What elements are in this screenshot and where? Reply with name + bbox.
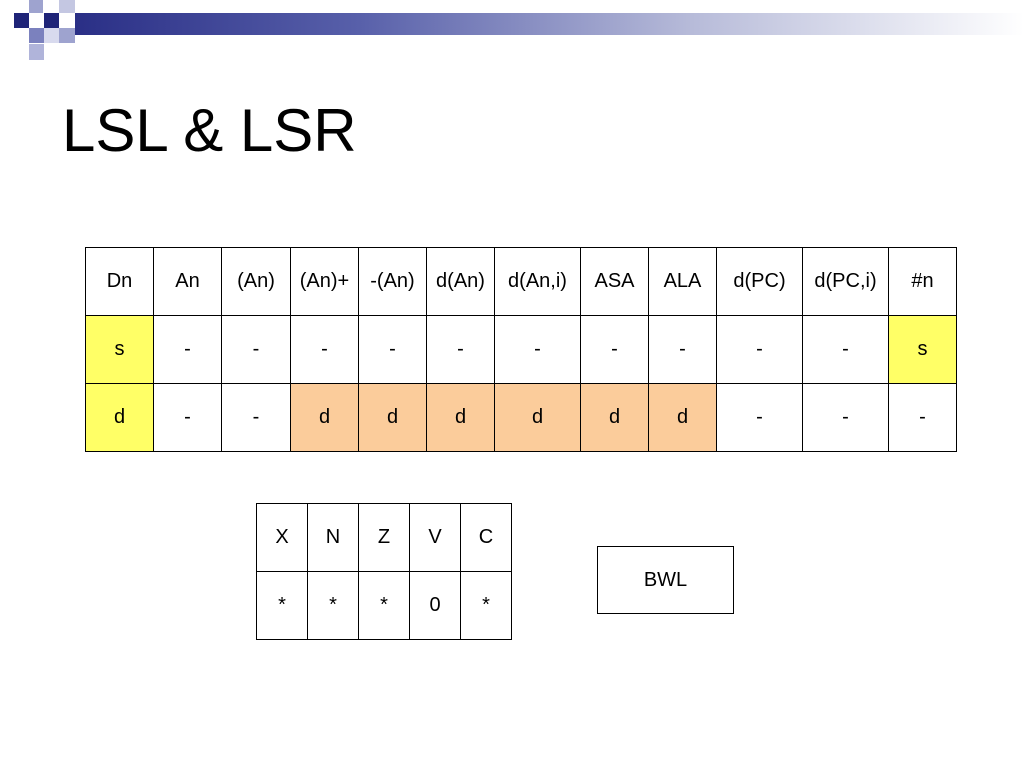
header-cell: (An)+ bbox=[290, 247, 359, 316]
header-cell: ASA bbox=[580, 247, 649, 316]
slide-title: LSL & LSR bbox=[62, 97, 357, 164]
flag-header-cell: V bbox=[409, 503, 461, 572]
table-cell: d bbox=[494, 383, 581, 452]
flag-value-cell: * bbox=[460, 571, 512, 640]
header-cell: Dn bbox=[85, 247, 154, 316]
operand-size-box: BWL bbox=[597, 546, 734, 614]
decor-square bbox=[29, 28, 44, 43]
table-cell: - bbox=[716, 315, 803, 384]
table-cell: s bbox=[888, 315, 957, 384]
flag-value-cell: * bbox=[256, 571, 308, 640]
operand-size-label: BWL bbox=[643, 568, 688, 591]
table-cell: - bbox=[802, 383, 889, 452]
table-cell: - bbox=[153, 383, 222, 452]
header-cell: d(An) bbox=[426, 247, 495, 316]
destination-row: d - - d d d d d d - - - bbox=[85, 383, 957, 452]
table-header-row: Dn An (An) (An)+ -(An) d(An) d(An,i) ASA… bbox=[85, 247, 957, 316]
addressing-modes-table: Dn An (An) (An)+ -(An) d(An) d(An,i) ASA… bbox=[85, 247, 957, 452]
table-cell: - bbox=[648, 315, 717, 384]
table-cell: s bbox=[85, 315, 154, 384]
condition-flags-table: X N Z V C * * * 0 * bbox=[256, 503, 512, 640]
header-cell: ALA bbox=[648, 247, 717, 316]
flag-header-cell: N bbox=[307, 503, 359, 572]
decor-square bbox=[14, 13, 29, 28]
flag-value-cell: * bbox=[307, 571, 359, 640]
flags-value-row: * * * 0 * bbox=[256, 571, 512, 640]
flag-value-cell: 0 bbox=[409, 571, 461, 640]
header-cell: (An) bbox=[221, 247, 291, 316]
header-cell: d(PC) bbox=[716, 247, 803, 316]
header-cell: -(An) bbox=[358, 247, 427, 316]
decor-square bbox=[44, 28, 59, 43]
table-cell: - bbox=[888, 383, 957, 452]
flag-header-cell: C bbox=[460, 503, 512, 572]
decor-square bbox=[29, 44, 44, 60]
flag-header-cell: Z bbox=[358, 503, 410, 572]
flags-header-row: X N Z V C bbox=[256, 503, 512, 572]
header-gradient-bar bbox=[75, 13, 1024, 35]
decor-square bbox=[29, 0, 43, 13]
header-cell: An bbox=[153, 247, 222, 316]
table-cell: - bbox=[221, 315, 291, 384]
table-cell: - bbox=[426, 315, 495, 384]
decor-square bbox=[59, 0, 75, 13]
flag-header-cell: X bbox=[256, 503, 308, 572]
table-cell: d bbox=[358, 383, 427, 452]
table-cell: - bbox=[494, 315, 581, 384]
source-row: s - - - - - - - - - - s bbox=[85, 315, 957, 384]
table-cell: - bbox=[221, 383, 291, 452]
table-cell: - bbox=[290, 315, 359, 384]
decor-square bbox=[44, 13, 59, 28]
table-cell: d bbox=[648, 383, 717, 452]
table-cell: d bbox=[85, 383, 154, 452]
table-cell: d bbox=[580, 383, 649, 452]
header-cell: d(An,i) bbox=[494, 247, 581, 316]
table-cell: - bbox=[716, 383, 803, 452]
table-cell: d bbox=[426, 383, 495, 452]
table-cell: - bbox=[153, 315, 222, 384]
decor-square bbox=[59, 28, 75, 43]
header-cell: d(PC,i) bbox=[802, 247, 889, 316]
table-cell: d bbox=[290, 383, 359, 452]
header-cell: #n bbox=[888, 247, 957, 316]
header-decoration bbox=[0, 0, 1024, 70]
table-cell: - bbox=[802, 315, 889, 384]
table-cell: - bbox=[358, 315, 427, 384]
table-cell: - bbox=[580, 315, 649, 384]
flag-value-cell: * bbox=[358, 571, 410, 640]
